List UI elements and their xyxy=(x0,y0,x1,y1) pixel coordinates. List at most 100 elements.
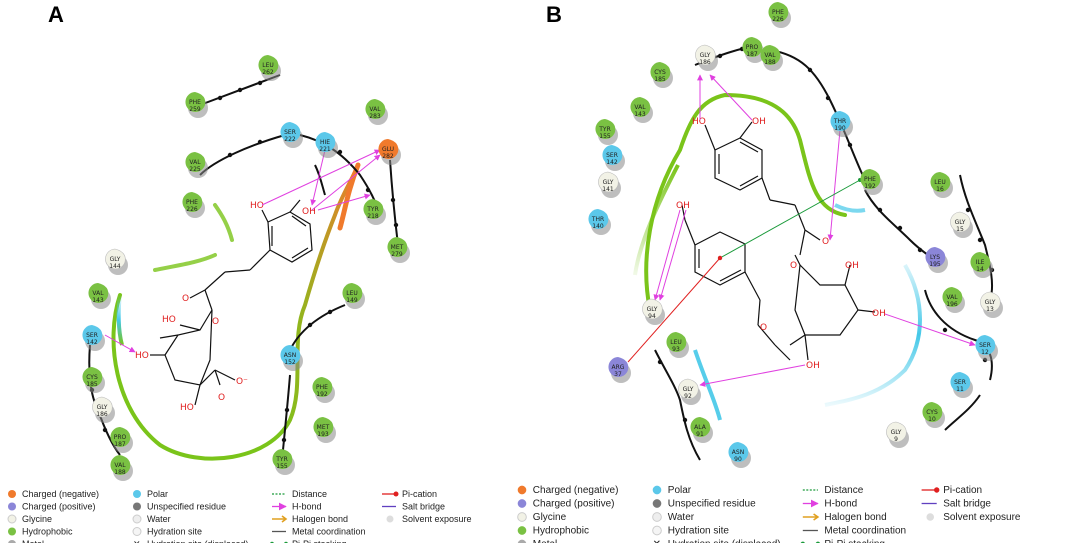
atom-ho-a6: HO xyxy=(135,351,149,361)
legend-a-label: Hydration site xyxy=(147,527,202,537)
legend-b-swatch xyxy=(652,499,662,508)
residue-name: THR xyxy=(833,118,846,125)
legend-a-label: Glycine xyxy=(22,514,52,524)
legend-b-label: Distance xyxy=(824,485,863,496)
residue-name: GLY xyxy=(97,404,108,411)
residue-name: LEU xyxy=(262,62,274,69)
residue-name: PHE xyxy=(186,199,198,206)
residue-name: ILE xyxy=(976,259,985,266)
residue-name: VAL xyxy=(114,462,126,469)
legend-a-label: Hydrophobic xyxy=(22,527,73,537)
residue-number: 142 xyxy=(86,339,98,346)
legend-a-swatch xyxy=(133,502,141,511)
residue-number: 155 xyxy=(276,463,288,470)
residue-number: 11 xyxy=(956,386,964,393)
residue-number: 193 xyxy=(317,431,329,438)
residue-name: ASN xyxy=(284,352,296,359)
residue-name: THR xyxy=(591,216,604,223)
legend-a-swatch xyxy=(386,515,394,523)
residue-number: 218 xyxy=(367,213,379,220)
residue-number: 37 xyxy=(614,371,622,378)
residue-name: CYS xyxy=(654,69,666,76)
pocket-ribbon-b-fade xyxy=(633,164,680,276)
residue-number: 92 xyxy=(684,393,692,400)
legend-a-label: Halogen bond xyxy=(292,514,348,524)
legend-a-label: Charged (negative) xyxy=(22,489,99,499)
residue-number: 190 xyxy=(834,125,846,132)
backbone-dots-a xyxy=(89,80,399,443)
atom-ho-b1: HO xyxy=(692,117,706,127)
pocket-ribbon-b-cyan2 xyxy=(824,264,922,407)
legend-b-label: Hydration site xyxy=(668,526,730,537)
residue-name: SER xyxy=(606,152,618,159)
atom-o-a3: O xyxy=(182,294,189,304)
legend-b-swatch xyxy=(926,513,935,521)
atom-o-b5: O xyxy=(790,261,797,271)
legend-b-label: Pi-Pi stacking xyxy=(824,539,885,543)
atom-ominus-a8: O⁻ xyxy=(236,377,248,387)
residue-name: MET xyxy=(317,424,330,431)
residue-name: VAL xyxy=(634,104,646,111)
residue-name: VAL xyxy=(764,52,776,59)
atom-o-b8: O xyxy=(760,323,767,333)
residue-number: 140 xyxy=(592,223,604,230)
atom-oh-b9: OH xyxy=(806,361,820,371)
backbone-dots-b xyxy=(657,46,995,423)
residue-number: 195 xyxy=(929,261,941,268)
residue-name: PRO xyxy=(746,44,759,51)
legend-a-line xyxy=(272,515,288,523)
legend-a-label: Charged (positive) xyxy=(22,502,96,512)
residue-number: 91 xyxy=(696,431,704,438)
hbonds-b xyxy=(653,74,976,387)
residue-number: 188 xyxy=(764,59,776,66)
panel-label-b: B xyxy=(546,2,562,27)
panel-b: HO OH OH O O OH OH O OH xyxy=(627,44,995,461)
pocket-ribbon-b-cyan3 xyxy=(834,203,866,213)
residue-number: 155 xyxy=(599,133,611,140)
atom-oh-b7: OH xyxy=(872,309,886,319)
residue-name: VAL xyxy=(92,290,104,297)
legend-b-label: Halogen bond xyxy=(824,512,886,523)
residue-number: 283 xyxy=(369,113,381,120)
pocket-ribbon-a xyxy=(111,163,360,461)
residue-number: 13 xyxy=(986,306,994,313)
residue-name: ALA xyxy=(694,424,707,431)
legend-a-label: Hydration site (displaced) xyxy=(147,539,249,543)
legend-b-label: Hydrophobic xyxy=(533,526,589,537)
residue-number: 90 xyxy=(734,456,742,463)
residue-number: 186 xyxy=(699,59,711,66)
atom-o-b4: O xyxy=(822,237,829,247)
ligand-a xyxy=(150,199,313,406)
residue-number: 282 xyxy=(382,153,394,160)
legend-b-dot xyxy=(934,487,940,493)
legend-b-swatch xyxy=(517,512,527,522)
residue-name: SER xyxy=(954,379,966,386)
residue-name: PRO xyxy=(114,434,127,441)
legend-a-label: Polar xyxy=(147,489,168,499)
residue-name: GLY xyxy=(700,52,711,59)
legend-b-label: Charged (negative) xyxy=(533,485,619,496)
residue-number: 186 xyxy=(96,411,108,418)
residue-number: 15 xyxy=(956,226,964,233)
